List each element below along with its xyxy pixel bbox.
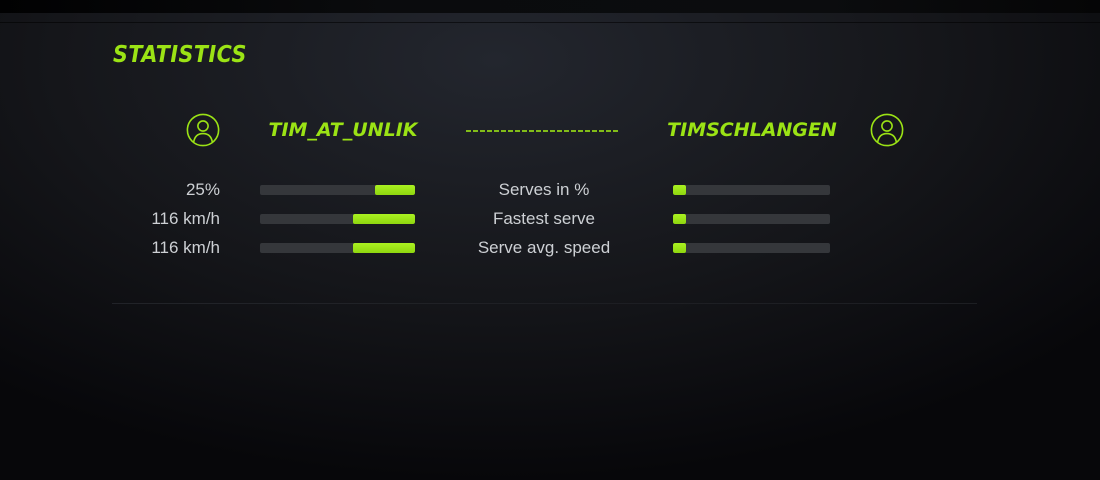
stat-bar-left	[260, 242, 415, 253]
page-title: STATISTICS	[113, 42, 247, 68]
player-left-avatar-icon[interactable]	[186, 113, 220, 147]
stat-bar-right	[673, 213, 830, 224]
stat-bar-right-fill	[673, 184, 687, 195]
top-nav-strip	[0, 0, 1100, 13]
stat-bar-right-fill	[673, 242, 687, 253]
stat-bar-left	[260, 213, 415, 224]
stat-bar-left-fill	[353, 242, 415, 253]
stat-row: 116 km/h Fastest serve	[0, 204, 1100, 233]
stat-bar-right-fill	[673, 213, 687, 224]
stat-bar-right	[673, 242, 830, 253]
player-right-name[interactable]: TIMSCHLANGEN	[667, 119, 837, 141]
players-separator-line	[466, 130, 620, 132]
stat-label: Fastest serve	[492, 208, 596, 228]
stat-value-left: 25%	[185, 179, 220, 199]
stat-value-left: 116 km/h	[151, 237, 220, 257]
stat-bar-left	[260, 184, 415, 195]
header-divider	[0, 22, 1100, 23]
stat-label: Serve avg. speed	[477, 237, 611, 257]
stat-row: 25% Serves in %	[0, 175, 1100, 204]
section-divider	[112, 303, 977, 304]
stats-table: 25% Serves in % 116 km/h Fastest serve 1…	[0, 175, 1100, 262]
stat-bar-right	[673, 184, 830, 195]
player-right-avatar-icon[interactable]	[870, 113, 904, 147]
stat-bar-left-fill	[353, 213, 415, 224]
stat-label: Serves in %	[498, 179, 590, 199]
stat-row: 116 km/h Serve avg. speed	[0, 233, 1100, 262]
stat-value-left: 116 km/h	[151, 208, 220, 228]
stat-bar-left-fill	[375, 184, 415, 195]
player-left-name[interactable]: TIM_AT_UNLIK	[268, 119, 418, 141]
